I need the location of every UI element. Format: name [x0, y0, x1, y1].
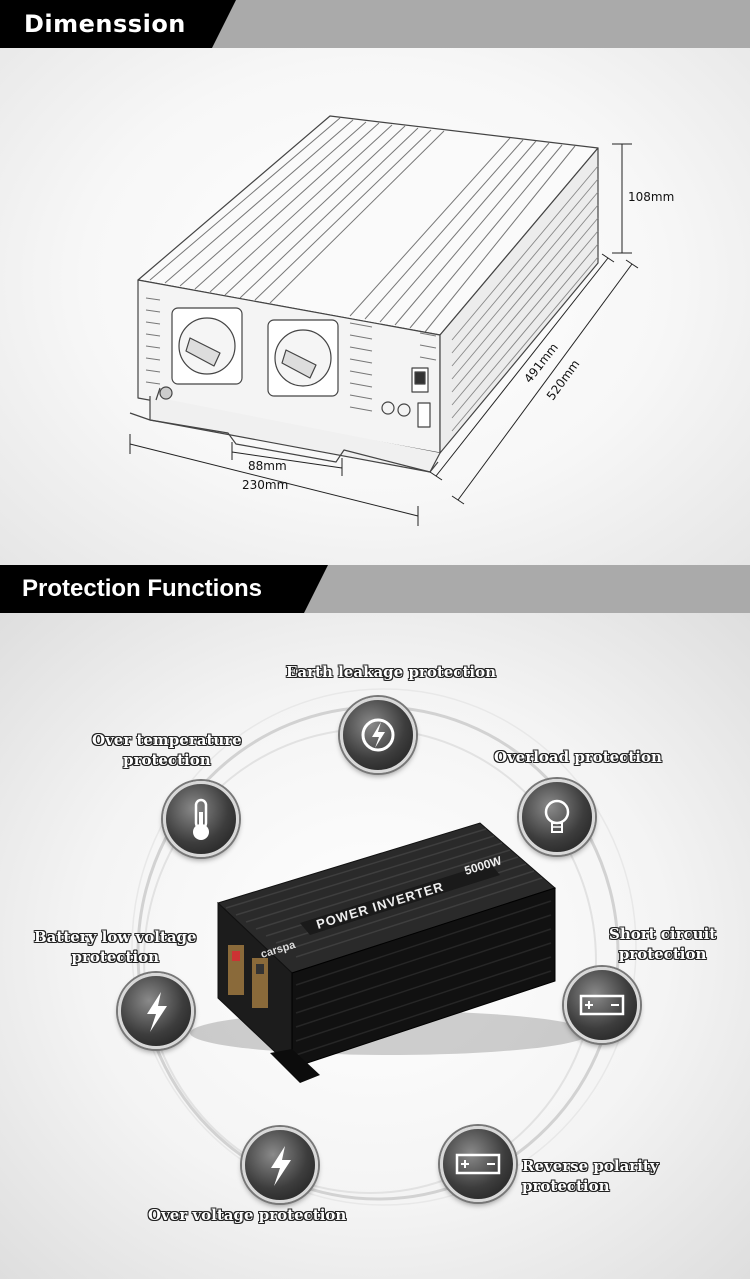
short-circuit-label: Short circuit protection	[609, 925, 717, 963]
thermometer-icon	[163, 781, 239, 857]
lightning-bolt-icon	[242, 1127, 318, 1203]
over-temperature-label: Over temperature protection	[92, 731, 242, 769]
protection-functions-area: carspa POWER INVERTER 5000W Earth leakag…	[0, 613, 750, 1279]
lightning-bolt-icon	[118, 973, 194, 1049]
protection-ring-graphic: carspa POWER INVERTER 5000W	[131, 688, 637, 1206]
width-dimension-label: 230mm	[242, 478, 289, 492]
earth-leakage-icon	[340, 697, 416, 773]
dimension-section-title: Dimenssion	[0, 0, 236, 48]
protection-section-title: Protection Functions	[0, 565, 328, 613]
over-voltage-label: Over voltage protection	[148, 1206, 347, 1224]
inner-width-dimension-label: 88mm	[248, 459, 287, 473]
height-dimension-label: 108mm	[628, 190, 675, 204]
reverse-polarity-label: Reverse polarity protection	[522, 1157, 659, 1195]
battery-polarity-icon	[440, 1126, 516, 1202]
lightbulb-icon	[519, 779, 595, 855]
battery-icon	[564, 967, 640, 1043]
power-inverter-product-image: carspa POWER INVERTER 5000W	[190, 822, 590, 1083]
inverter-line-drawing	[129, 115, 639, 526]
battery-low-voltage-label: Battery low voltage protection	[34, 928, 197, 966]
dimension-drawing-area: 108mm 88mm 230mm 491mm 520mm	[0, 48, 750, 565]
overload-label: Overload protection	[494, 748, 662, 766]
dimension-section-header: Dimenssion	[0, 0, 750, 48]
earth-leakage-label: Earth leakage protection	[286, 663, 496, 681]
protection-section-header: Protection Functions	[0, 565, 750, 613]
